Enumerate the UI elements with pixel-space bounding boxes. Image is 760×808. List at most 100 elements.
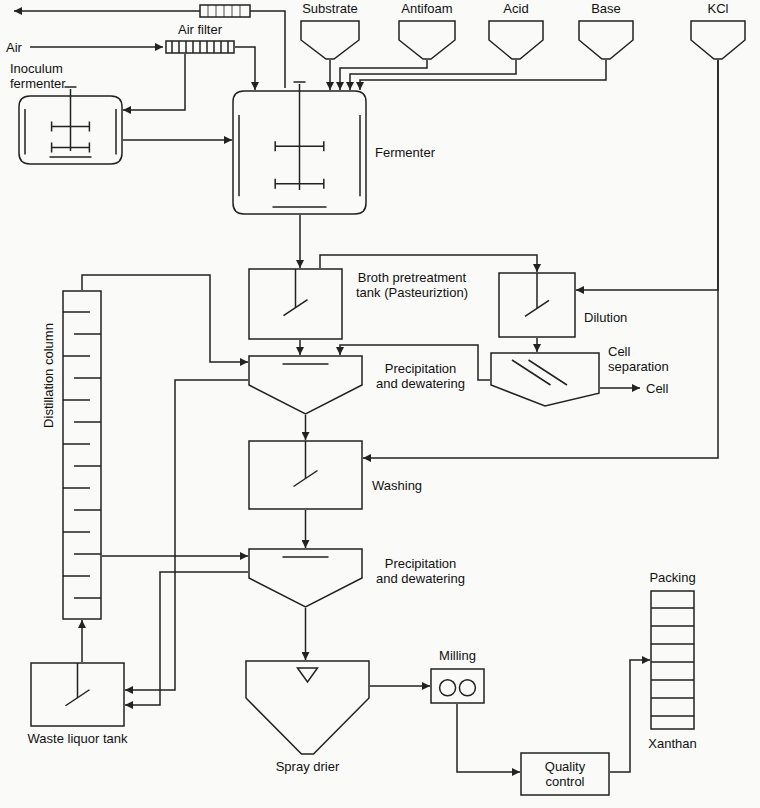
flow-connector xyxy=(81,620,83,662)
vessel-symbol xyxy=(52,122,90,132)
mill-outline xyxy=(430,668,485,704)
mill-symbol xyxy=(431,669,484,703)
vessel-symbol xyxy=(294,81,306,83)
hopper-outline xyxy=(690,20,746,60)
stream-label: Cell xyxy=(646,381,668,396)
packing-symbol xyxy=(651,591,694,729)
vessel-symbol xyxy=(25,109,116,155)
flow-connector xyxy=(360,60,606,90)
cell-outlet-line xyxy=(600,387,640,389)
exhaust-filter xyxy=(200,5,250,17)
flow-connector xyxy=(370,685,430,687)
flow-connector xyxy=(235,47,255,90)
flow-connector xyxy=(125,380,248,690)
flow-connector xyxy=(457,704,520,772)
tank-symbol xyxy=(499,273,575,337)
hopper-symbol xyxy=(399,21,455,59)
tank-symbol xyxy=(31,663,124,726)
pretreatment-tank-outline xyxy=(248,268,343,340)
waste-liquor-tank-outline xyxy=(30,662,125,727)
tank-symbol xyxy=(77,663,79,698)
node-label: Spray drier xyxy=(245,759,370,774)
node-label: Xanthan xyxy=(635,736,710,751)
node-label: Precipitation and dewatering xyxy=(373,361,468,391)
spray-drier-outline xyxy=(245,660,370,755)
node-label: Milling xyxy=(410,648,505,663)
flow-connector xyxy=(299,215,301,268)
flow-connector xyxy=(102,555,248,557)
flow-connector xyxy=(610,660,650,772)
hopper-outline xyxy=(398,20,456,60)
node-label: Antifoam xyxy=(382,1,472,16)
inoculum-fermenter-outline xyxy=(18,95,123,165)
flow-connector xyxy=(123,54,185,110)
hopper: Base xyxy=(578,20,634,60)
tank-symbol xyxy=(249,269,342,339)
flow-connector xyxy=(305,510,307,548)
hopper-symbol xyxy=(301,21,359,59)
funnel-symbol xyxy=(283,363,329,365)
flow-connector xyxy=(123,139,232,141)
dilution-tank-outline xyxy=(498,272,576,338)
flow-connector xyxy=(363,60,718,458)
waste-liquor-tank: Waste liquor tank xyxy=(30,662,125,727)
node-label: Base xyxy=(561,1,651,16)
flow-connector xyxy=(320,255,537,272)
box-symbol xyxy=(521,753,609,795)
tank-symbol xyxy=(295,269,297,308)
node-label: Precipitation and dewatering xyxy=(373,556,468,586)
settler-symbol xyxy=(529,360,568,385)
funnel-symbol xyxy=(283,556,329,558)
node-label: Cell separation xyxy=(608,344,688,374)
hopper: Antifoam xyxy=(398,20,456,60)
fermenter-outline xyxy=(232,90,367,215)
flow-connector xyxy=(329,60,331,90)
vessel-symbol xyxy=(65,86,77,88)
vessel-symbol xyxy=(275,179,324,189)
precipitation-tank-outline xyxy=(248,548,363,608)
fermenter: Fermenter xyxy=(232,90,367,215)
settler-symbol xyxy=(491,353,599,406)
funnel-symbol xyxy=(249,549,362,607)
washing-tank: Washing xyxy=(248,440,363,510)
node-label: Fermenter xyxy=(375,145,455,160)
pretreatment-tank: Broth pretreatment tank (Pasteuriztion) xyxy=(248,268,343,340)
hopper: KCl xyxy=(690,20,746,60)
precipitation-tank-outline xyxy=(248,355,363,415)
vessel-symbol xyxy=(50,156,92,158)
exhaust-outlet-line xyxy=(14,10,200,12)
process-box: Quality control xyxy=(520,752,610,796)
vessel-symbol xyxy=(275,141,324,151)
node-label: Distillation column xyxy=(41,290,56,460)
hopper: Substrate xyxy=(300,20,360,60)
node-label: Broth pretreatment tank (Pasteuriztion) xyxy=(352,270,472,300)
node-label: Air filter xyxy=(155,22,245,37)
dilution-tank: Dilution xyxy=(498,272,576,338)
node-label: Inoculum fermenter xyxy=(10,61,90,91)
flow-connector xyxy=(305,608,307,660)
hopper: Acid xyxy=(488,20,544,60)
hopper-symbol xyxy=(489,21,543,59)
hopper-outline xyxy=(300,20,360,60)
column-symbol xyxy=(63,312,101,598)
packing-column-outline xyxy=(650,590,695,730)
node-label: Substrate xyxy=(285,1,375,16)
filter-symbol xyxy=(172,41,228,53)
air-filter-outline xyxy=(165,40,235,54)
node-label: Packing xyxy=(630,570,715,585)
flow-connector xyxy=(305,415,307,440)
distillation-column-outline xyxy=(62,290,102,620)
vessel-symbol xyxy=(70,89,72,151)
packing-symbol xyxy=(651,608,694,716)
vessel-symbol xyxy=(273,206,327,208)
filter-symbol xyxy=(166,41,234,53)
drier-symbol xyxy=(298,668,318,682)
flow-connector xyxy=(340,60,427,90)
flow-connector xyxy=(125,572,248,705)
cell-separator: Cell separation xyxy=(490,352,600,407)
vessel-symbol xyxy=(239,115,360,196)
hopper-outline xyxy=(488,20,544,60)
node-label: KCl xyxy=(683,1,753,16)
